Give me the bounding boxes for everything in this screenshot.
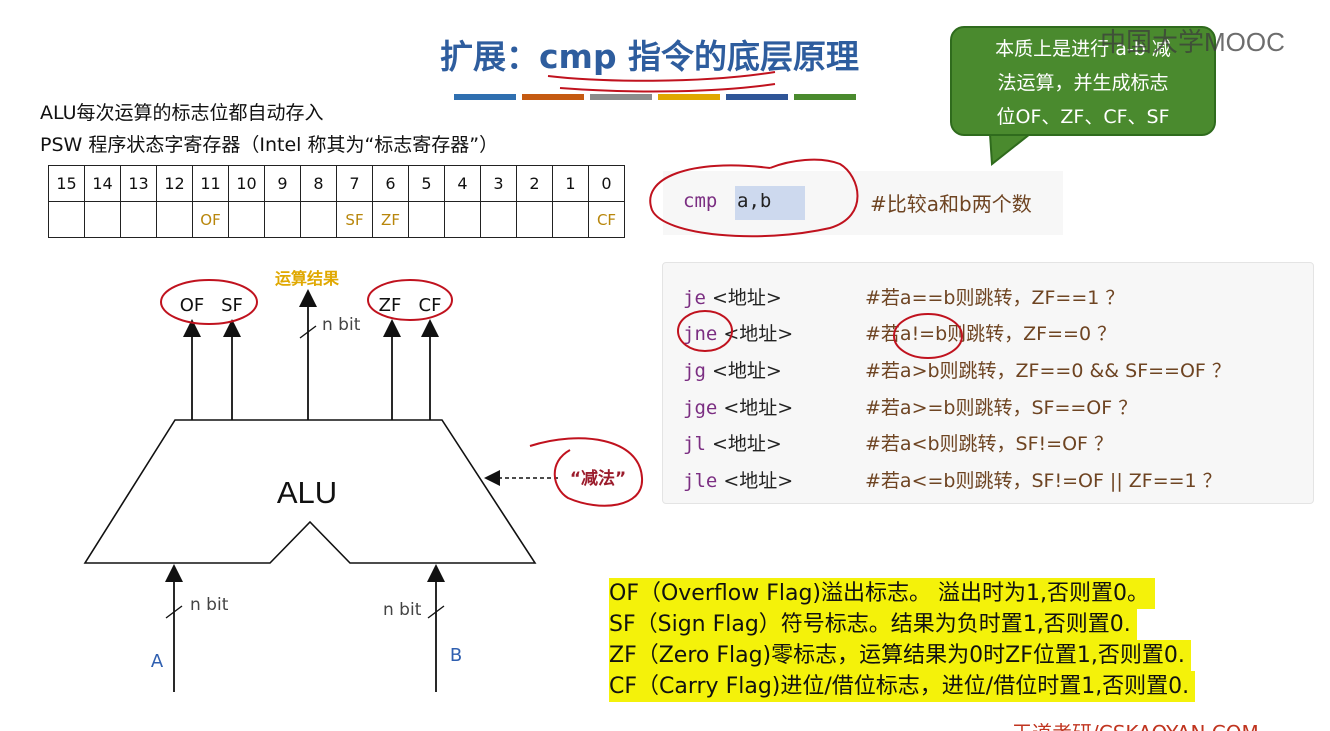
psw-flag (552, 201, 589, 238)
nbit-label-b: n bit (383, 600, 422, 620)
psw-bit: 0 (588, 165, 625, 202)
psw-flag (84, 201, 121, 238)
psw-register-table: 15 14 13 12 11 10 9 8 7 6 5 4 3 2 1 0 OF… (48, 165, 625, 238)
psw-bit: 13 (120, 165, 157, 202)
callout-line-2: 法运算，并生成标志 (997, 72, 1169, 94)
psw-bit-row: 15 14 13 12 11 10 9 8 7 6 5 4 3 2 1 0 (48, 165, 625, 202)
flag-label-of: OF (180, 295, 205, 316)
code-line-jne: jne <地址> #若a!=b则跳转，ZF==0 ？ (683, 319, 1116, 353)
input-label-a: A (151, 651, 164, 672)
code-arg: <地址> (711, 287, 782, 309)
mooc-logo: 中国大学MOOC (1100, 27, 1285, 57)
code-line-jle: jle <地址> #若a<=b则跳转，SF!=OF || ZF==1 ？ (683, 466, 1222, 500)
flag-label-cf: CF (419, 295, 442, 316)
title-color-bars (454, 94, 864, 102)
code-op: jg (683, 360, 706, 382)
flag-def-cf: CF（Carry Flag)进位/借位标志，进位/借位时置1,否则置0. (609, 671, 1196, 702)
flag-definitions: OF（Overflow Flag)溢出标志。 溢出时为1,否则置0。 SF（Si… (609, 578, 1196, 702)
code-comment: #若a<=b则跳转，SF!=OF || ZF==1 ？ (865, 470, 1222, 492)
flag-label-sf: SF (221, 295, 243, 316)
psw-bit: 5 (408, 165, 445, 202)
psw-bit: 15 (48, 165, 85, 202)
code-arg: <地址> (723, 323, 794, 345)
psw-flag (228, 201, 265, 238)
flag-label-zf: ZF (379, 295, 402, 316)
bus-slash-a (165, 605, 183, 619)
callout-line-3: 位OF、ZF、CF、SF (996, 106, 1170, 128)
cmp-comment: #比较a和b两个数 (870, 192, 1032, 216)
alu-label: ALU (277, 475, 337, 510)
nbit-label-top: n bit (322, 315, 361, 335)
handwritten-annotations (160, 71, 963, 507)
psw-bit: 11 (192, 165, 229, 202)
cmp-code-block (663, 171, 1063, 235)
code-comment: #若a!=b则跳转，ZF==0 ？ (865, 323, 1117, 345)
callout-line-1: 本质上是进行 a-b 减 (995, 38, 1171, 60)
circle-zf-cf (367, 279, 453, 321)
code-arg: <地址> (723, 470, 794, 492)
bus-slash-top (299, 325, 317, 339)
circle-jne (677, 310, 733, 352)
intro-line-2: PSW 程序状态字寄存器（Intel 称其为“标志寄存器”） (40, 134, 499, 156)
flag-def-of: OF（Overflow Flag)溢出标志。 溢出时为1,否则置0。 (609, 578, 1155, 609)
psw-flag: CF (588, 201, 625, 238)
psw-bit: 1 (552, 165, 589, 202)
code-arg: <地址> (723, 397, 794, 419)
bus-slash-b (427, 605, 445, 619)
code-op: jne (683, 323, 718, 345)
code-comment: #若a<b则跳转，SF!=OF ？ (865, 433, 1113, 455)
flag-def-sf: SF（Sign Flag）符号标志。结果为负时置1,否则置0. (609, 609, 1137, 640)
code-comment: #若a==b则跳转，ZF==1 ？ (865, 287, 1125, 309)
circle-subtract (529, 437, 644, 507)
psw-bit: 12 (156, 165, 193, 202)
code-op: jle (683, 470, 718, 492)
callout-bubble: 本质上是进行 a-b 减 法运算，并生成标志 位OF、ZF、CF、SF (950, 26, 1216, 136)
alu-body (83, 419, 537, 564)
psw-bit: 3 (480, 165, 517, 202)
circle-of-sf (160, 279, 258, 325)
flag-def-zf: ZF（Zero Flag)零标志，运算结果为0时ZF位置1,否则置0. (609, 640, 1191, 671)
circle-a-neq-b (893, 313, 963, 359)
psw-flag: SF (336, 201, 373, 238)
operation-label: “减法” (570, 468, 626, 489)
underline-cmp (547, 71, 776, 93)
psw-flag (120, 201, 157, 238)
code-comment: #若a>b则跳转，ZF==0 && SF==OF ？ (865, 360, 1231, 382)
psw-flag (444, 201, 481, 238)
code-line-je: je <地址> #若a==b则跳转，ZF==1 ？ (683, 283, 1124, 317)
jump-code-block (662, 262, 1314, 504)
slide-title: 扩展：cmp 指令的底层原理 (440, 37, 860, 76)
input-label-b: B (450, 645, 462, 666)
result-label: 运算结果 (275, 269, 339, 288)
cmp-operands: a,b (735, 186, 805, 220)
code-arg: <地址> (711, 360, 782, 382)
code-op: jl (683, 433, 706, 455)
intro-line-1: ALU每次运算的标志位都自动存入 (40, 102, 324, 124)
psw-bit: 2 (516, 165, 553, 202)
psw-bit: 7 (336, 165, 373, 202)
psw-flag (48, 201, 85, 238)
circle-cmp-line (649, 158, 859, 238)
footer-watermark: 王道考研/CSKAOYAN.COM (1012, 717, 1259, 731)
code-line-jge: jge <地址> #若a>=b则跳转，SF==OF ？ (683, 393, 1137, 427)
code-line-jl: jl <地址> #若a<b则跳转，SF!=OF ？ (683, 429, 1113, 463)
nbit-label-a: n bit (190, 595, 229, 615)
code-arg: <地址> (711, 433, 782, 455)
cmp-mnemonic: cmp (683, 190, 718, 212)
code-op: je (683, 287, 706, 309)
code-comment: #若a>=b则跳转，SF==OF ？ (865, 397, 1138, 419)
code-line-jg: jg <地址> #若a>b则跳转，ZF==0 && SF==OF ？ (683, 356, 1231, 390)
psw-flag (408, 201, 445, 238)
code-op: jge (683, 397, 718, 419)
psw-flag-row: OF SF ZF CF (48, 201, 625, 238)
